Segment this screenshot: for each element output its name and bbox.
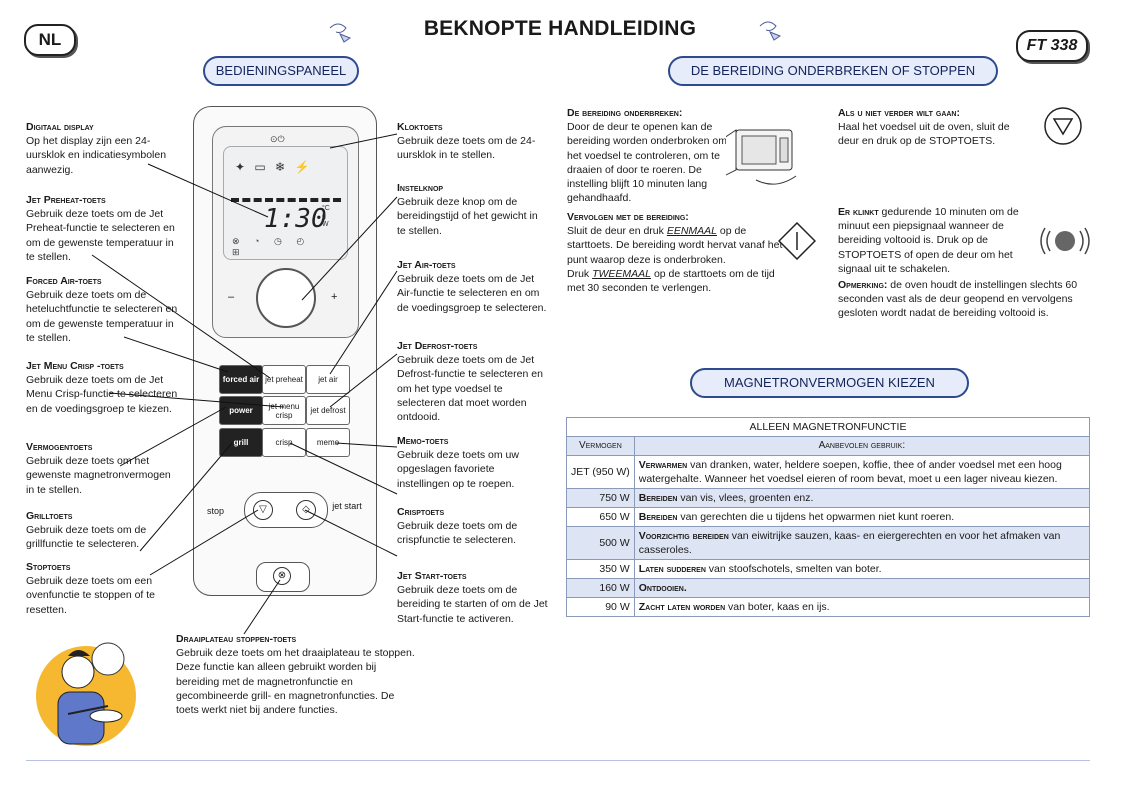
memo-button[interactable]: memo [306, 428, 350, 457]
table-row: JET (950 W) Verwarmen van dranken, water… [566, 455, 1091, 489]
model-badge: FT 338 [1016, 30, 1088, 62]
table-row: 750 W Bereiden van vis, vlees, groenten … [566, 488, 1091, 508]
power-table: ALLEEN MAGNETRONFUNCTIE Vermogen Aanbevo… [566, 417, 1091, 617]
table-header-power: Vermogen [566, 436, 635, 456]
turntable-stop-button[interactable]: ⊗ [273, 567, 291, 585]
stop-label: stop [207, 506, 225, 516]
table-row: 350 W Laten sudderen van stoofschotels, … [566, 559, 1091, 579]
clock-icon: ⊙⏻ [270, 134, 285, 144]
crisp-button[interactable]: crisp [262, 428, 306, 457]
table-caption: ALLEEN MAGNETRONFUNCTIE [566, 417, 1090, 437]
language-badge: NL [24, 24, 76, 56]
digital-display [223, 146, 348, 260]
jet-air-button[interactable]: jet air [306, 365, 350, 394]
footer-divider [26, 760, 1090, 761]
jet-start-label: jet start [332, 501, 362, 511]
table-row: 500 W Voorzichtig bereiden van eiwitrijk… [566, 526, 1091, 560]
beep-text: Er klinkt gedurende 10 minuten om de min… [838, 206, 1019, 275]
display-mode-icons: ⊗ ◔ ◷ ◴ ⊞ [232, 236, 311, 257]
setting-knob[interactable] [256, 268, 316, 328]
resume-text: Vervolgen met de bereiding: Sluit de deu… [567, 211, 783, 295]
knob-minus-label: – [228, 291, 235, 303]
section-power: MAGNETRONVERMOGEN KIEZEN [690, 368, 969, 398]
microwave-open-door-icon [726, 129, 797, 185]
stop-instructions: Als u niet verder wilt gaan: Haal het vo… [838, 107, 1010, 148]
table-header-use: Aanbevolen gebruik: [633, 436, 1091, 456]
interrupt-text: De bereiding onderbreken: Door de deur t… [567, 107, 727, 205]
table-row: 160 W Ontdooien. [566, 578, 1091, 598]
table-row: 650 W Bereiden van gerechten die u tijde… [566, 507, 1091, 527]
start-icon [778, 222, 816, 260]
beep-signal-icon [1040, 227, 1090, 255]
note-text: Opmerking: de oven houdt de instellingen… [838, 279, 1078, 320]
jet-defrost-button[interactable]: jet defrost [306, 396, 350, 425]
display-symbols-icon: ✦ ▭ ❄ ⚡ [235, 160, 313, 174]
forced-air-button[interactable]: forced air [219, 365, 263, 394]
jet-preheat-button[interactable]: jet preheat [262, 365, 306, 394]
stop-icon [1044, 107, 1082, 145]
section-interrupt: DE BEREIDING ONDERBREKEN OF STOPPEN [668, 56, 998, 86]
display-progress-bar [231, 198, 341, 206]
stop-button[interactable]: ▽ [253, 500, 273, 520]
start-button[interactable]: ◇ [296, 500, 316, 520]
display-time: 1:30 [264, 204, 327, 234]
chef-illustration [36, 642, 136, 746]
table-row: 90 W Zacht laten worden van boter, kaas … [566, 597, 1091, 617]
knob-plus-label: + [331, 291, 338, 303]
section-control-panel: BEDIENINGSPANEEL [203, 56, 359, 86]
jet-menu-crisp-button[interactable]: jet menu crisp [262, 396, 306, 425]
page-title: BEKNOPTE HANDLEIDING [423, 17, 697, 40]
